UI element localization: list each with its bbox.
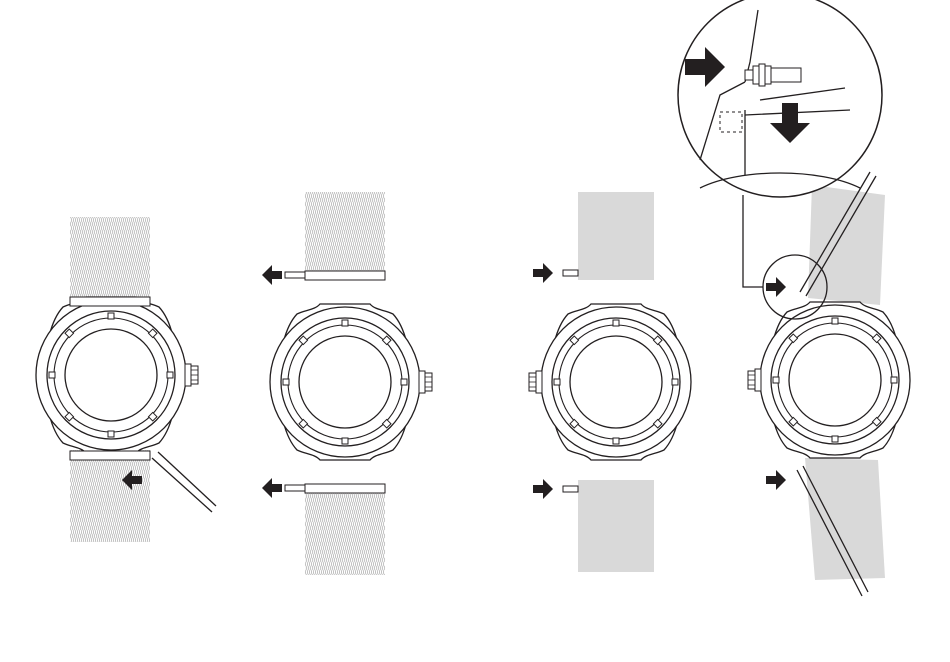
spring-bar-top xyxy=(285,272,305,278)
watch-case xyxy=(36,297,186,453)
watch-case xyxy=(270,304,420,460)
zoom-detail xyxy=(678,0,882,197)
spring-bar-bottom xyxy=(285,485,305,491)
tool-shaft-edge xyxy=(158,452,216,506)
insert-arrow-icon xyxy=(533,263,553,283)
watch-case xyxy=(541,304,691,460)
watch-crown xyxy=(529,371,542,393)
step-3-plain-strap xyxy=(529,192,691,572)
watch-case xyxy=(760,302,910,458)
end-link-bottom xyxy=(305,484,385,493)
strap-top xyxy=(578,192,654,280)
spring-bar-tip xyxy=(745,70,753,80)
push-arrow-icon xyxy=(766,470,786,490)
mesh-strap-bottom xyxy=(305,493,385,575)
end-link-top xyxy=(305,271,385,280)
pull-arrow-icon xyxy=(262,478,282,498)
spring-bar-top xyxy=(563,270,578,276)
step-4-attach-strap xyxy=(678,0,910,596)
spring-bar-bottom xyxy=(563,486,578,492)
strap-end-link-top xyxy=(70,297,150,306)
mesh-strap-bottom xyxy=(70,450,150,542)
strap-bottom xyxy=(578,480,654,572)
tool-shaft xyxy=(152,458,212,512)
pull-arrow-icon xyxy=(262,265,282,285)
step-1-mesh-removal xyxy=(36,217,216,542)
step-2-pins-out xyxy=(262,192,432,575)
strap-top xyxy=(808,185,885,305)
push-arrow-icon xyxy=(766,277,786,297)
mesh-strap-top xyxy=(70,217,150,301)
watch-crown xyxy=(748,369,761,391)
zoom-leader-line xyxy=(743,195,763,287)
mesh-strap-top xyxy=(305,192,385,272)
watch-crown xyxy=(419,371,432,393)
strap-end-link-bottom xyxy=(70,451,150,460)
insert-arrow-icon xyxy=(533,479,553,499)
watch-crown xyxy=(185,364,198,386)
